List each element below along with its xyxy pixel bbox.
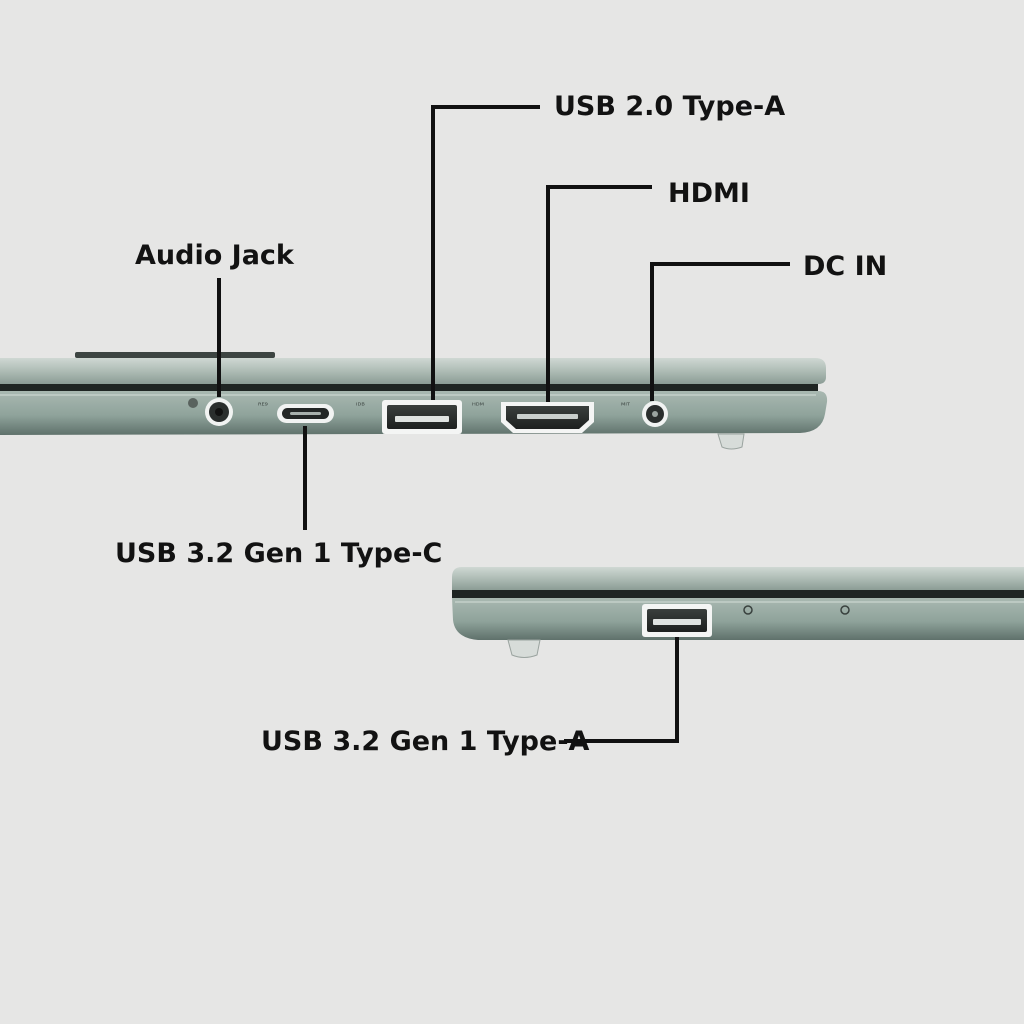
leader-line-usb2-a — [431, 105, 540, 400]
callout-dc-in: DC IN — [803, 251, 888, 282]
callout-audio-jack: Audio Jack — [135, 240, 294, 271]
callout-usb2-type-a: USB 2.0 Type-A — [554, 91, 786, 122]
usb-a-port-icon — [642, 604, 712, 637]
port-marking: ᴴᴰᴹ — [472, 401, 484, 410]
leader-lines — [217, 105, 790, 743]
port-marking: ᴿᴱ⁹ — [258, 401, 268, 410]
right-side-view — [452, 567, 1024, 658]
left-foot — [717, 433, 745, 450]
dc-in-port-icon — [642, 401, 668, 427]
port-marking: ᴹᴵᵀ — [621, 401, 631, 410]
right-base — [452, 598, 1024, 640]
callout-hdmi: HDMI — [668, 178, 750, 209]
usb-c-port-icon — [277, 404, 334, 423]
port-marking: ᴵᴰᴮ — [356, 401, 365, 410]
callout-usb32-type-c: USB 3.2 Gen 1 Type-C — [115, 538, 443, 569]
right-lid — [452, 567, 1024, 590]
leader-line-usb32-a — [564, 637, 679, 743]
callout-usb32-type-a: USB 3.2 Gen 1 Type-A — [261, 726, 590, 757]
audio-jack-port-icon — [188, 398, 233, 426]
hdmi-port-icon — [501, 402, 594, 433]
right-vent-seam — [452, 590, 1024, 598]
left-side-view: ᴿᴱ⁹ ᴵᴰᴮ ᴴᴰᴹ ᴹᴵᵀ — [0, 352, 828, 450]
leader-line-hdmi — [546, 185, 652, 402]
left-vent-seam — [0, 384, 818, 391]
right-foot — [507, 639, 541, 658]
power-led-icon — [840, 605, 850, 615]
left-lid — [0, 358, 826, 384]
left-hinge — [75, 352, 275, 358]
usb-a-port-icon — [382, 400, 462, 434]
leader-line-dc-in — [650, 262, 790, 401]
status-led-icon — [743, 605, 753, 615]
